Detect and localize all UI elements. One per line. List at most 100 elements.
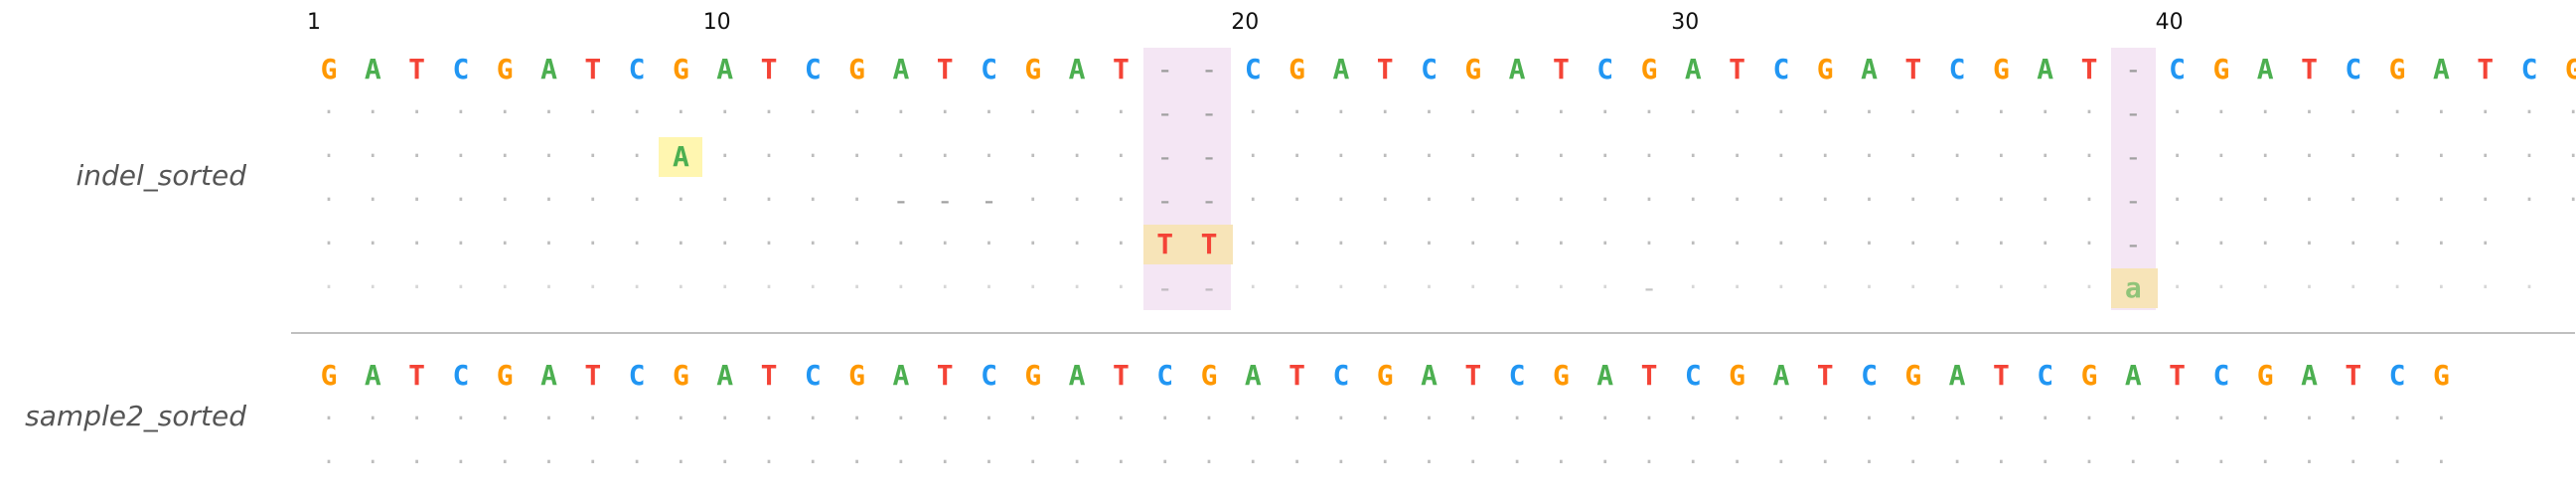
read-match-dot: · <box>718 407 732 431</box>
read-match-dot: · <box>2390 188 2404 213</box>
read-match-dot: · <box>2258 188 2272 213</box>
read-match-dot: · <box>2170 188 2185 213</box>
read-match-dot: · <box>2347 232 2360 256</box>
read-match-dot: · <box>938 407 952 431</box>
read-match-dot: · <box>1686 407 1700 431</box>
read-base: - <box>2124 228 2142 260</box>
reference-base: T <box>408 53 426 85</box>
read-match-dot: · <box>674 407 688 431</box>
read-match-dot: · <box>2214 450 2228 475</box>
read-base: A <box>672 140 689 173</box>
read-match-dot: · <box>2302 100 2317 125</box>
read-match-dot: · <box>1246 407 1260 431</box>
read-match-dot: · <box>2479 275 2493 300</box>
read-match-dot: · <box>1466 232 1480 256</box>
read-match-dot: · <box>2082 450 2096 475</box>
read-match-dot: · <box>1818 450 1832 475</box>
reference-base: T <box>584 53 602 85</box>
reference-base: T <box>1904 53 1922 85</box>
read-match-dot: · <box>2551 91 2576 135</box>
read-match-dot: · <box>806 275 820 300</box>
read-match-dot: · <box>938 100 952 125</box>
read-match-dot: · <box>2347 450 2360 475</box>
read-match-dot: · <box>454 407 468 431</box>
track-label: sample2_sorted <box>25 400 246 432</box>
read-match-dot: · <box>586 407 600 431</box>
read-match-dot: · <box>1642 232 1656 256</box>
read-match-dot: · <box>718 232 732 256</box>
reference-base: T <box>2169 359 2187 392</box>
read-match-dot: · <box>1862 450 1877 475</box>
read-match-dot: · <box>2522 188 2536 213</box>
read-base: - <box>892 184 910 217</box>
read-match-dot: · <box>322 275 336 300</box>
read-match-dot: · <box>1070 188 1084 213</box>
read-match-dot: · <box>454 188 468 213</box>
read-match-dot: · <box>630 450 644 475</box>
reference-base: A <box>2037 53 2054 85</box>
read-match-dot: · <box>1026 232 1040 256</box>
read-match-dot: · <box>541 188 556 213</box>
read-match-dot: · <box>806 100 820 125</box>
read-match-dot: · <box>1422 450 1437 475</box>
read-match-dot: · <box>2170 275 2185 300</box>
read-match-dot: · <box>849 144 864 169</box>
read-match-dot: · <box>498 407 512 431</box>
read-base: T <box>1200 228 1218 260</box>
read-match-dot: · <box>1950 144 1964 169</box>
reference-base: C <box>452 53 470 85</box>
read-match-dot: · <box>1510 450 1524 475</box>
reference-base: A <box>1508 53 1526 85</box>
read-match-dot: · <box>2170 144 2185 169</box>
read-match-dot: · <box>1026 188 1040 213</box>
reference-base: G <box>848 359 866 392</box>
read-match-dot: · <box>1906 232 1920 256</box>
reference-base: T <box>408 359 426 392</box>
reference-base: A <box>1861 53 1878 85</box>
read-match-dot: · <box>1289 275 1304 300</box>
read-match-dot: · <box>894 450 908 475</box>
read-match-dot: · <box>2258 407 2272 431</box>
reference-base: A <box>1332 53 1350 85</box>
reference-base: G <box>1200 359 1218 392</box>
reference-base: A <box>892 53 910 85</box>
reference-base: A <box>716 359 734 392</box>
read-match-dot: · <box>718 450 732 475</box>
read-match-dot: · <box>762 100 776 125</box>
read-match-dot: · <box>1466 100 1480 125</box>
read-base: - <box>1640 271 1658 304</box>
reference-base: G <box>320 53 338 85</box>
read-match-dot: · <box>938 144 952 169</box>
read-match-dot: · <box>2434 100 2449 125</box>
read-match-dot: · <box>849 407 864 431</box>
read-match-dot: · <box>498 232 512 256</box>
read-match-dot: · <box>1070 232 1084 256</box>
reference-base: G <box>496 359 514 392</box>
read-match-dot: · <box>982 407 996 431</box>
read-match-dot: · <box>2258 232 2272 256</box>
reference-base: T <box>1288 359 1306 392</box>
read-match-dot: · <box>454 100 468 125</box>
read-match-dot: · <box>1818 232 1832 256</box>
reference-base: G <box>1024 53 1042 85</box>
read-match-dot: · <box>1686 275 1700 300</box>
read-match-dot: · <box>541 100 556 125</box>
read-match-dot: · <box>674 232 688 256</box>
read-base: - <box>1156 140 1174 173</box>
reference-base: A <box>364 53 381 85</box>
read-match-dot: · <box>1026 450 1040 475</box>
read-match-dot: · <box>1246 450 1260 475</box>
reference-base: G <box>2432 359 2450 392</box>
reference-base: G <box>2212 53 2230 85</box>
read-match-dot: · <box>806 188 820 213</box>
reference-base: T <box>1464 359 1482 392</box>
read-match-dot: · <box>2434 450 2449 475</box>
read-match-dot: · <box>2082 407 2096 431</box>
read-match-dot: · <box>762 188 776 213</box>
read-match-dot: · <box>1378 450 1392 475</box>
reference-base: C <box>1332 359 1350 392</box>
insertion-column <box>1142 48 1187 310</box>
read-match-dot: · <box>894 100 908 125</box>
read-match-dot: · <box>498 144 512 169</box>
read-match-dot: · <box>1686 100 1700 125</box>
